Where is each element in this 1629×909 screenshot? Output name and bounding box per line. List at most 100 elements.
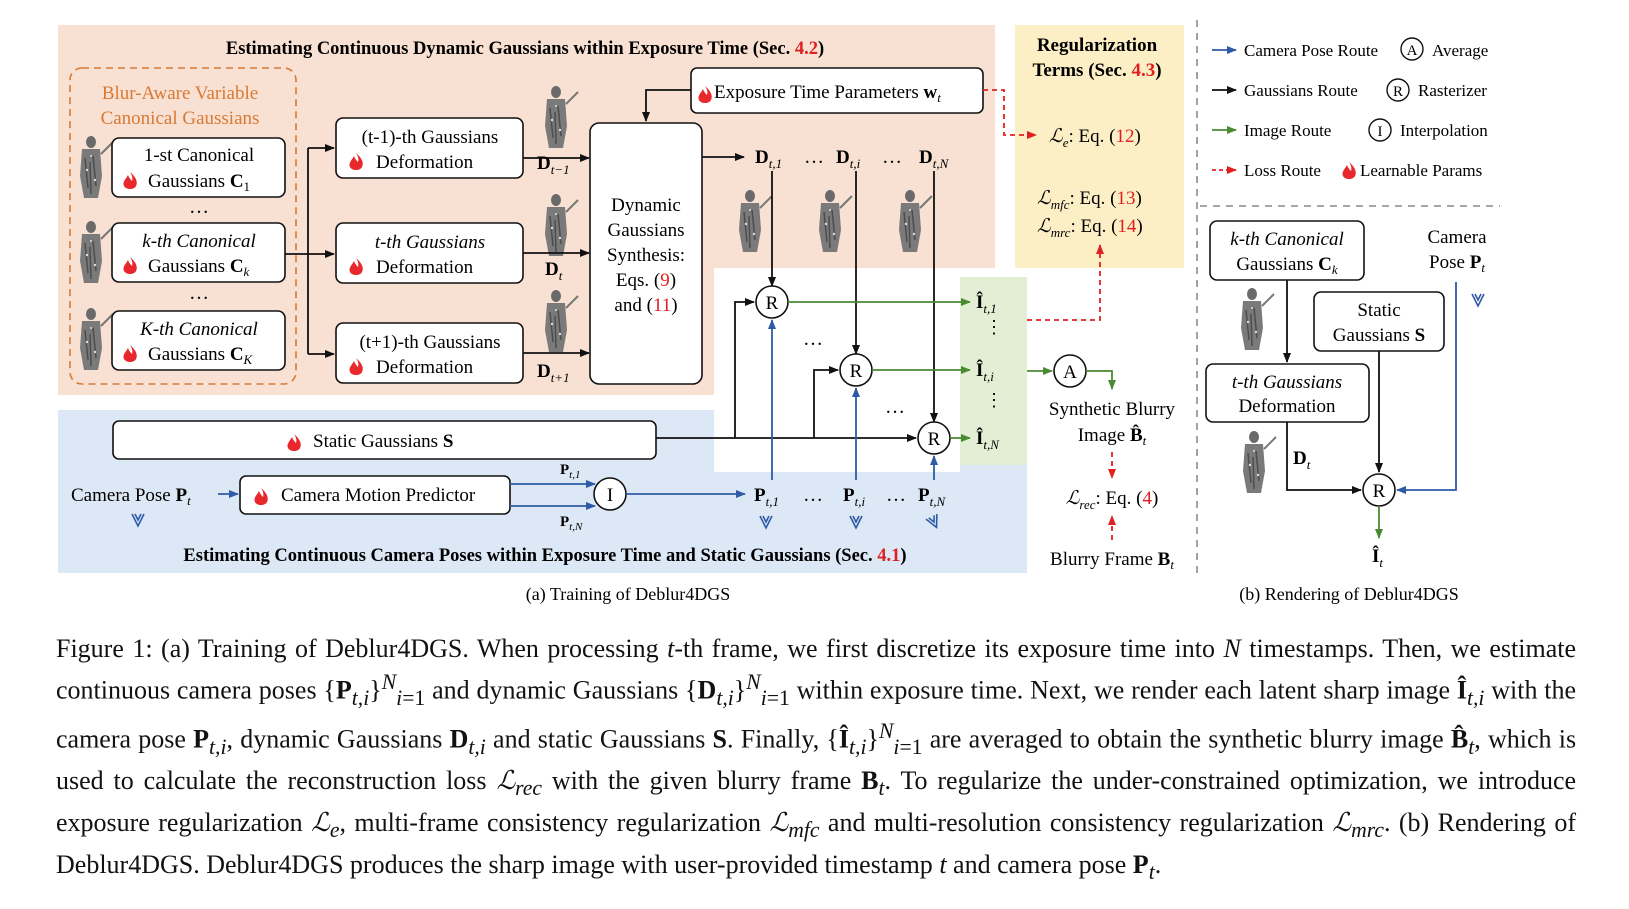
deformed-gaussians-label: Dt+1 — [537, 361, 570, 385]
vertical-ellipsis: ⋮ — [985, 317, 1003, 337]
figure-caption: Figure 1: (a) Training of Deblur4DGS. Wh… — [56, 634, 1577, 884]
canonical-ellipsis: … — [189, 282, 209, 304]
camera-motion-predictor-box: Camera Motion Predictor — [239, 475, 511, 515]
pose-output-label: Pt,N — [918, 485, 946, 509]
pose-sample-label: Pt,N — [560, 514, 583, 533]
svg-text:R: R — [928, 429, 941, 450]
svg-text:Gaussians C1: Gaussians C1 — [148, 171, 250, 194]
svg-text:Camera Motion Predictor: Camera Motion Predictor — [281, 485, 476, 506]
svg-text:Rasterizer: Rasterizer — [1418, 81, 1487, 100]
svg-text:A: A — [1407, 43, 1418, 59]
canonical-box-K: K-th Canonical Gaussians CK — [111, 310, 286, 371]
svg-text:R: R — [850, 361, 863, 382]
svg-text:Eqs. (9): Eqs. (9) — [616, 270, 676, 291]
ellipsis: … — [882, 146, 902, 168]
svg-text:Image Route: Image Route — [1244, 121, 1331, 140]
rasterizer-node: R — [839, 353, 873, 387]
render-deformation-box: t-th Gaussians Deformation — [1205, 363, 1370, 423]
synthetic-blurry-label: Synthetic Blurry — [1049, 399, 1176, 420]
dynamic-gaussians-output: Dt,N — [919, 147, 950, 171]
regularization-region — [1015, 25, 1184, 268]
svg-text:and (11): and (11) — [614, 295, 677, 316]
legend: Camera Pose Route Gaussians Route Image … — [1212, 37, 1488, 180]
interpolation-node: I — [593, 477, 627, 511]
svg-text:t-th Gaussians: t-th Gaussians — [1232, 372, 1342, 393]
svg-text:Static: Static — [1357, 300, 1400, 321]
training-subcaption: (a) Training of Deblur4DGS — [526, 584, 731, 605]
camera-pose-input: Camera Pose Pt — [71, 485, 191, 508]
exposure-loss: ℒe: Eq. (12) — [1049, 126, 1141, 150]
canonical-gaussians-group — [69, 67, 297, 385]
svg-text:(t-1)-th Gaussians: (t-1)-th Gaussians — [362, 127, 499, 148]
svg-text:Gaussians S: Gaussians S — [1333, 325, 1425, 346]
svg-text:R: R — [1373, 481, 1386, 502]
dynamic-synthesis-box: Dynamic Gaussians Synthesis: Eqs. (9) an… — [589, 122, 703, 385]
ellipsis: … — [803, 484, 823, 506]
image-region — [960, 277, 1027, 465]
regularization-title: Regularization — [1037, 35, 1158, 56]
svg-text:Gaussians: Gaussians — [607, 220, 684, 241]
svg-text:k-th Canonical: k-th Canonical — [142, 231, 255, 252]
svg-text:R: R — [766, 293, 779, 314]
svg-text:Deformation: Deformation — [376, 357, 474, 378]
svg-text:Deformation: Deformation — [1238, 396, 1336, 417]
ellipsis: … — [803, 328, 823, 350]
canonical-box-k: k-th Canonical Gaussians Ck — [111, 222, 286, 283]
rendering-subcaption: (b) Rendering of Deblur4DGS — [1239, 584, 1458, 605]
deformed-gaussians-label: Dt — [545, 259, 563, 283]
learnable-flame-icon — [1342, 162, 1356, 179]
ellipsis: … — [885, 396, 905, 418]
pose-sample-label: Pt,1 — [560, 462, 580, 481]
render-rasterizer-node: R — [1362, 473, 1396, 507]
svg-text:R: R — [1393, 84, 1403, 100]
svg-text:t-th Gaussians: t-th Gaussians — [375, 232, 485, 253]
exposure-time-params-box: Exposure Time Parameters wt — [690, 67, 984, 114]
canonical-title-line1: Blur-Aware Variable — [102, 83, 258, 104]
mfc-loss: ℒmfc: Eq. (13) — [1037, 188, 1142, 212]
mrc-loss: ℒmrc: Eq. (14) — [1037, 216, 1143, 240]
latent-image-label: Ît,1 — [976, 291, 997, 316]
svg-text:Gaussians Ck: Gaussians Ck — [1236, 254, 1338, 277]
ellipsis: … — [804, 146, 824, 168]
camera-frustum-icon — [849, 515, 863, 530]
average-node: A — [1053, 354, 1087, 388]
dynamic-gaussians-output: Dt,1 — [755, 147, 782, 171]
deformation-box-t: t-th Gaussians Deformation — [335, 222, 524, 284]
svg-text:Camera Pose Route: Camera Pose Route — [1244, 41, 1378, 60]
svg-text:1-st Canonical: 1-st Canonical — [144, 145, 254, 166]
svg-text:Deformation: Deformation — [376, 257, 474, 278]
canonical-box-1: 1-st Canonical Gaussians C1 — [111, 137, 286, 198]
svg-text:Gaussians Ck: Gaussians Ck — [148, 256, 250, 279]
ellipsis: … — [886, 484, 906, 506]
rasterizer-node: R — [917, 421, 951, 455]
svg-text:k-th Canonical: k-th Canonical — [1230, 229, 1343, 250]
latent-image-label: Ît,N — [976, 427, 1000, 452]
svg-text:Learnable Params: Learnable Params — [1360, 161, 1482, 180]
svg-text:Average: Average — [1432, 41, 1488, 60]
dynamic-region-title: Estimating Continuous Dynamic Gaussians … — [226, 39, 824, 59]
deformation-box-t-minus-1: (t-1)-th Gaussians Deformation — [335, 117, 524, 179]
svg-text:Static Gaussians S: Static Gaussians S — [313, 431, 453, 452]
render-camera-label: Camera — [1427, 227, 1487, 248]
camera-frustum-icon — [759, 515, 773, 530]
camera-frustum-icon — [1471, 293, 1485, 308]
svg-text:A: A — [1063, 362, 1077, 383]
regularization-title: Terms (Sec. 4.3) — [1032, 60, 1161, 81]
static-gaussians-box: Static Gaussians S — [112, 420, 657, 460]
svg-text:I: I — [1378, 124, 1383, 140]
canonical-ellipsis: … — [189, 196, 209, 218]
render-static-box: Static Gaussians S — [1313, 291, 1445, 352]
render-canonical-box: k-th Canonical Gaussians Ck — [1209, 220, 1365, 281]
render-camera-label: Pose Pt — [1429, 252, 1485, 275]
svg-text:Loss Route: Loss Route — [1244, 161, 1321, 180]
render-deformed-label: Dt — [1293, 448, 1311, 472]
deformed-gaussians-label: Dt−1 — [537, 153, 570, 177]
blurry-frame-label: Blurry Frame Bt — [1050, 549, 1174, 572]
svg-text:Synthesis:: Synthesis: — [607, 245, 685, 266]
svg-text:Exposure Time Parameters wt: Exposure Time Parameters wt — [714, 82, 941, 105]
synthetic-blurry-label: Image B̂t — [1078, 425, 1147, 448]
canonical-title-line2: Canonical Gaussians — [101, 108, 260, 129]
svg-text:Deformation: Deformation — [376, 152, 474, 173]
camera-frustum-icon — [925, 514, 938, 530]
camera-region-title: Estimating Continuous Camera Poses withi… — [183, 546, 906, 566]
